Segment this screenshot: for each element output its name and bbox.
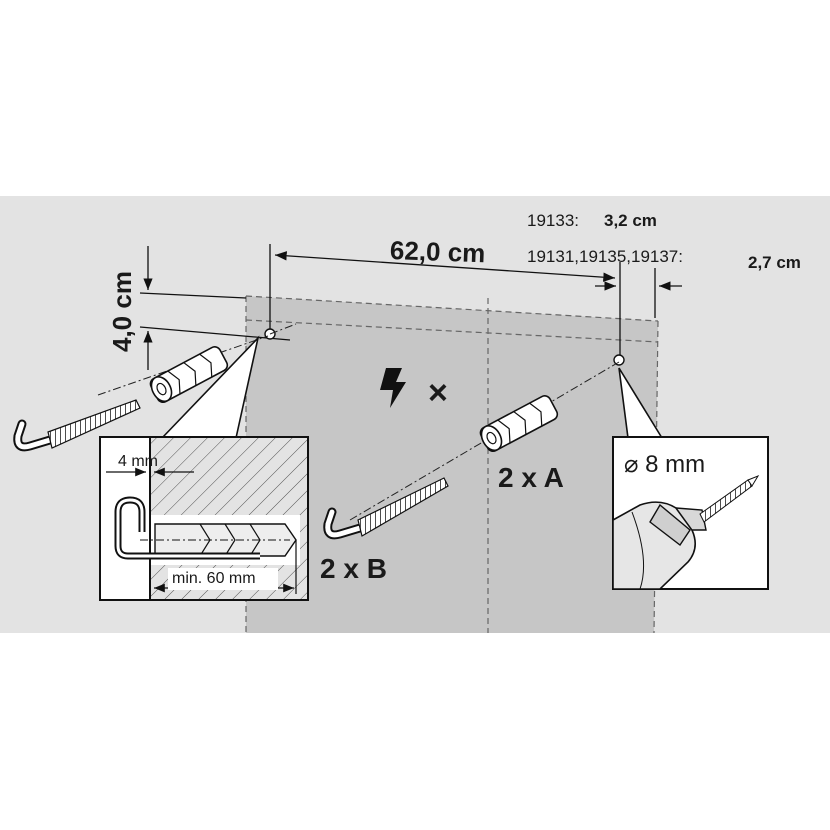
height-label: 4,0 cm (107, 271, 137, 352)
warning-cross: × (428, 374, 448, 412)
variant-a-value: 3,2 cm (604, 211, 657, 230)
drill-hole-right (613, 354, 625, 366)
min-depth-label: min. 60 mm (172, 570, 256, 587)
width-dimension-line (269, 244, 682, 362)
cabinet-silhouette (246, 296, 658, 633)
width-label: 62,0 cm (389, 235, 485, 268)
screw-count-label: 2 x B (320, 553, 387, 584)
height-dimension-line (139, 246, 291, 370)
variant-b-models: 19131,19135,19137: (527, 247, 683, 266)
drill-callout (612, 367, 769, 590)
anchor-count-label: 2 x A (498, 462, 564, 493)
wall-plug-right (479, 395, 559, 453)
variant-b-value: 2,7 cm (748, 253, 801, 272)
screw-hook-right (323, 477, 449, 540)
depth-label: 4 mm (118, 453, 158, 470)
screw-hook-left (13, 399, 141, 452)
wall-plug-left (149, 346, 229, 404)
variant-a-models: 19133: (527, 211, 579, 230)
lightning-bolt-icon (380, 368, 406, 408)
drill-diameter-label: ⌀ 8 mm (624, 451, 705, 478)
